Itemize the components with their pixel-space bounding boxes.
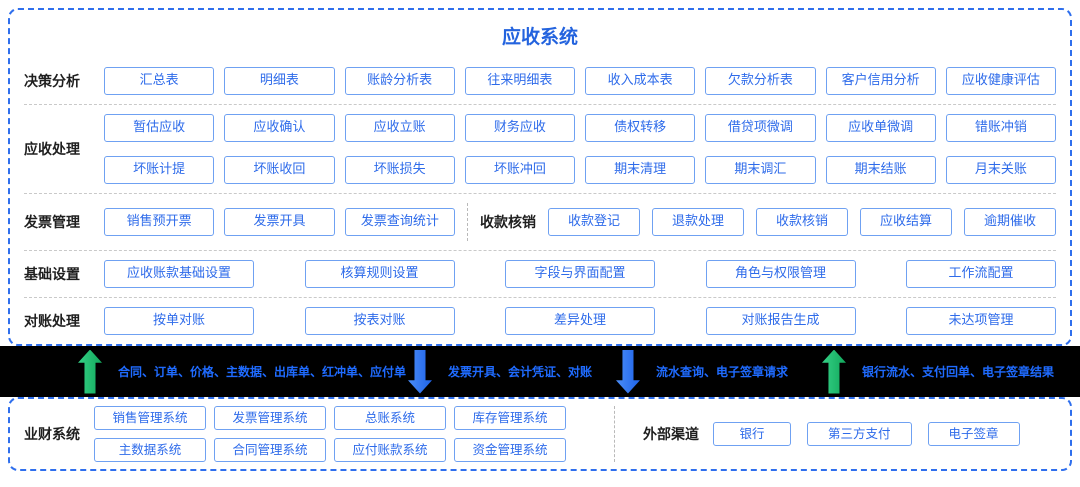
module-button[interactable]: 按表对账 — [304, 307, 455, 335]
module-button[interactable]: 账龄分析表 — [344, 67, 455, 95]
ar-processing-lines: 暂估应收应收确认应收立账财务应收债权转移借贷项微调应收单微调错账冲销 坏账计提坏… — [104, 114, 1056, 184]
module-button[interactable]: 应收结算 — [860, 208, 952, 236]
module-button[interactable]: 对账报告生成 — [705, 307, 856, 335]
module-button[interactable]: 应收立账 — [344, 114, 455, 142]
subsystems-panel: 业财系统 销售管理系统发票管理系统总账系统库存管理系统 主数据系统合同管理系统应… — [8, 397, 1072, 471]
module-button[interactable]: 错账冲销 — [945, 114, 1056, 142]
decision-analysis-buttons: 汇总表明细表账龄分析表往来明细表收入成本表欠款分析表客户信用分析应收健康评估 — [104, 67, 1056, 95]
vertical-divider — [467, 203, 468, 241]
module-button[interactable]: 核算规则设置 — [304, 260, 455, 288]
integration-flow-band: 合同、订单、价格、主数据、出库单、红冲单、应付单 发票开具、会计凭证、对账 流水… — [0, 346, 1080, 397]
channel-button[interactable]: 电子签章 — [927, 422, 1020, 446]
module-button[interactable]: 借贷项微调 — [705, 114, 816, 142]
module-button[interactable]: 坏账损失 — [344, 156, 455, 184]
module-button[interactable]: 月末关账 — [945, 156, 1056, 184]
module-button[interactable]: 收款核销 — [756, 208, 848, 236]
module-button[interactable]: 应收确认 — [224, 114, 335, 142]
section-label-business-finance-systems: 业财系统 — [24, 427, 80, 443]
system-button[interactable]: 发票管理系统 — [214, 406, 326, 430]
up-arrow-icon — [78, 349, 102, 394]
basic-settings-buttons: 应收账款基础设置 核算规则设置 字段与界面配置 角色与权限管理 工作流配置 — [104, 260, 1056, 288]
ar-processing-buttons-row1: 暂估应收应收确认应收立账财务应收债权转移借贷项微调应收单微调错账冲销 — [104, 114, 1056, 142]
page-title: 应收系统 — [501, 26, 578, 48]
module-button[interactable]: 财务应收 — [464, 114, 575, 142]
receipt-writeoff-buttons: 收款登记退款处理收款核销应收结算逾期催收 — [548, 208, 1056, 236]
module-button[interactable]: 汇总表 — [104, 67, 215, 95]
channel-button[interactable]: 第三方支付 — [807, 422, 912, 446]
module-button[interactable]: 收款登记 — [548, 208, 640, 236]
section-label-reconciliation: 对账处理 — [24, 314, 80, 330]
module-button[interactable]: 债权转移 — [585, 114, 696, 142]
section-reconciliation: 对账处理 按单对账 按表对账 差异处理 对账报告生成 未达项管理 — [24, 297, 1056, 344]
module-button[interactable]: 客户信用分析 — [825, 67, 936, 95]
module-button[interactable]: 工作流配置 — [906, 260, 1056, 288]
section-ar-processing: 应收处理 暂估应收应收确认应收立账财务应收债权转移借贷项微调应收单微调错账冲销 … — [24, 104, 1056, 193]
business-finance-system-buttons: 销售管理系统发票管理系统总账系统库存管理系统 主数据系统合同管理系统应付账款系统… — [94, 406, 566, 462]
module-button[interactable]: 角色与权限管理 — [705, 260, 856, 288]
module-button[interactable]: 退款处理 — [652, 208, 744, 236]
module-button[interactable]: 明细表 — [224, 67, 335, 95]
section-label-basic-settings: 基础设置 — [24, 267, 80, 283]
module-button[interactable]: 字段与界面配置 — [505, 260, 655, 288]
section-label-invoice-management: 发票管理 — [24, 215, 80, 231]
module-button[interactable]: 欠款分析表 — [705, 67, 816, 95]
module-button[interactable]: 坏账计提 — [104, 156, 215, 184]
ar-system-panel: 应收系统 决策分析 汇总表明细表账龄分析表往来明细表收入成本表欠款分析表客户信用… — [8, 8, 1072, 346]
flow-group-inbound-docs: 合同、订单、价格、主数据、出库单、红冲单、应付单 — [78, 349, 408, 394]
up-arrow-icon — [821, 349, 846, 394]
flow-label: 流水查询、电子签章请求 — [655, 365, 788, 379]
module-button[interactable]: 发票查询统计 — [344, 208, 455, 236]
system-button[interactable]: 总账系统 — [334, 406, 446, 430]
flow-group-external-results: 银行流水、支付回单、电子签章结果 — [821, 349, 1068, 394]
reconciliation-buttons: 按单对账 按表对账 差异处理 对账报告生成 未达项管理 — [104, 307, 1056, 335]
system-button[interactable]: 主数据系统 — [94, 438, 206, 462]
module-button[interactable]: 应收账款基础设置 — [104, 260, 254, 288]
section-basic-settings: 基础设置 应收账款基础设置 核算规则设置 字段与界面配置 角色与权限管理 工作流配置 — [24, 250, 1056, 297]
flow-label: 发票开具、会计凭证、对账 — [448, 365, 593, 379]
flow-label: 银行流水、支付回单、电子签章结果 — [861, 365, 1054, 379]
module-button[interactable]: 坏账收回 — [224, 156, 335, 184]
module-button[interactable]: 差异处理 — [505, 307, 655, 335]
module-button[interactable]: 逾期催收 — [964, 208, 1056, 236]
section-decision-analysis: 决策分析 汇总表明细表账龄分析表往来明细表收入成本表欠款分析表客户信用分析应收健… — [24, 58, 1056, 104]
module-button[interactable]: 暂估应收 — [104, 114, 215, 142]
section-label-receipt-writeoff: 收款核销 — [480, 215, 536, 231]
module-button[interactable]: 坏账冲回 — [464, 156, 575, 184]
system-button[interactable]: 合同管理系统 — [214, 438, 326, 462]
system-button[interactable]: 应付账款系统 — [334, 438, 446, 462]
module-button[interactable]: 期末调汇 — [705, 156, 816, 184]
module-button[interactable]: 按单对账 — [104, 307, 254, 335]
module-button[interactable]: 应收健康评估 — [945, 67, 1056, 95]
system-button[interactable]: 库存管理系统 — [454, 406, 566, 430]
vertical-divider — [614, 406, 615, 462]
section-invoice-and-receipt: 发票管理 销售预开票发票开具发票查询统计 收款核销 收款登记退款处理收款核销应收… — [24, 193, 1056, 250]
module-button[interactable]: 应收单微调 — [825, 114, 936, 142]
module-button[interactable]: 销售预开票 — [104, 208, 215, 236]
flow-group-outbound-vouchers: 发票开具、会计凭证、对账 — [408, 349, 616, 394]
module-button[interactable]: 期末清理 — [585, 156, 696, 184]
channel-button[interactable]: 银行 — [713, 422, 791, 446]
down-arrow-icon — [408, 349, 432, 394]
module-button[interactable]: 未达项管理 — [906, 307, 1056, 335]
flow-label: 合同、订单、价格、主数据、出库单、红冲单、应付单 — [118, 365, 407, 379]
module-button[interactable]: 往来明细表 — [464, 67, 575, 95]
ar-processing-buttons-row2: 坏账计提坏账收回坏账损失坏账冲回期末清理期末调汇期末结账月末关账 — [104, 156, 1056, 184]
external-channel-buttons: 银行第三方支付电子签章 — [713, 422, 1020, 446]
system-button[interactable]: 销售管理系统 — [94, 406, 206, 430]
system-button[interactable]: 资金管理系统 — [454, 438, 566, 462]
section-label-ar-processing: 应收处理 — [24, 142, 80, 158]
module-button[interactable]: 期末结账 — [825, 156, 936, 184]
invoice-management-buttons: 销售预开票发票开具发票查询统计 — [104, 208, 455, 236]
module-button[interactable]: 收入成本表 — [585, 67, 696, 95]
section-label-decision-analysis: 决策分析 — [24, 74, 80, 90]
down-arrow-icon — [615, 349, 640, 394]
flow-group-external-requests: 流水查询、电子签章请求 — [615, 349, 802, 394]
module-button[interactable]: 发票开具 — [224, 208, 335, 236]
section-label-external-channels: 外部渠道 — [643, 427, 699, 443]
